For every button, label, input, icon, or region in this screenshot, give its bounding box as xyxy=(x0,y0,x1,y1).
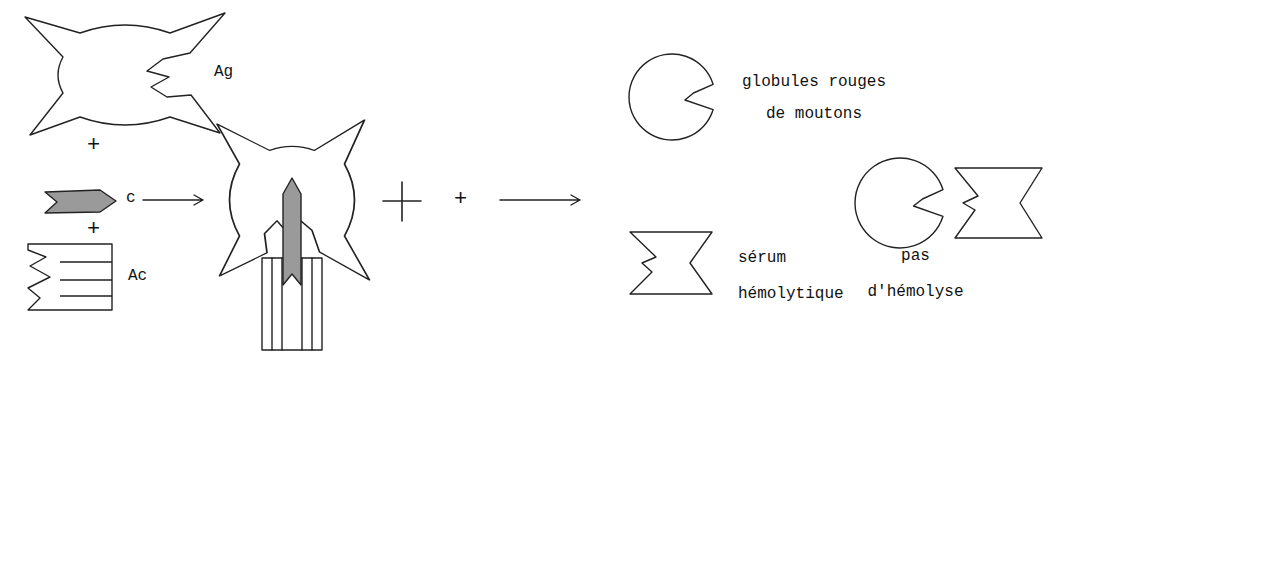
shape-label: pas d'hémolyse xyxy=(863,238,968,310)
serum-shape: sérum hémolytique xyxy=(625,225,870,320)
shape-label: globules rouges de moutons xyxy=(738,66,890,130)
reaction-arrow xyxy=(143,195,203,205)
shape-outline xyxy=(625,225,870,320)
result-shape: pas d'hémolyse xyxy=(850,152,1050,317)
shape-path xyxy=(25,13,225,135)
shape-path xyxy=(28,244,112,310)
shape-path xyxy=(629,54,713,140)
shape-label: sérum hémolytique xyxy=(738,240,863,312)
shape-path xyxy=(955,168,1042,238)
complement-shape: c xyxy=(40,184,145,218)
complex-complement xyxy=(283,178,301,285)
antigen-shape: Ag xyxy=(15,5,255,145)
shape-label: c xyxy=(126,188,136,208)
shape-path xyxy=(630,232,712,294)
plus-sign: + xyxy=(87,218,100,242)
shape-path xyxy=(60,262,112,296)
plus-sign: + xyxy=(87,134,100,158)
shape-label: Ag xyxy=(214,62,233,82)
reaction-arrow xyxy=(500,195,580,205)
plus-sign: + xyxy=(454,188,467,212)
antibody-shape: Ac xyxy=(22,238,157,318)
shape-label: Ac xyxy=(128,266,147,286)
cross-mark xyxy=(383,182,421,221)
shape-path xyxy=(45,190,116,213)
shape-path xyxy=(855,158,943,248)
shape-outline xyxy=(625,50,905,145)
red-cell-shape: globules rouges de moutons xyxy=(625,50,905,145)
